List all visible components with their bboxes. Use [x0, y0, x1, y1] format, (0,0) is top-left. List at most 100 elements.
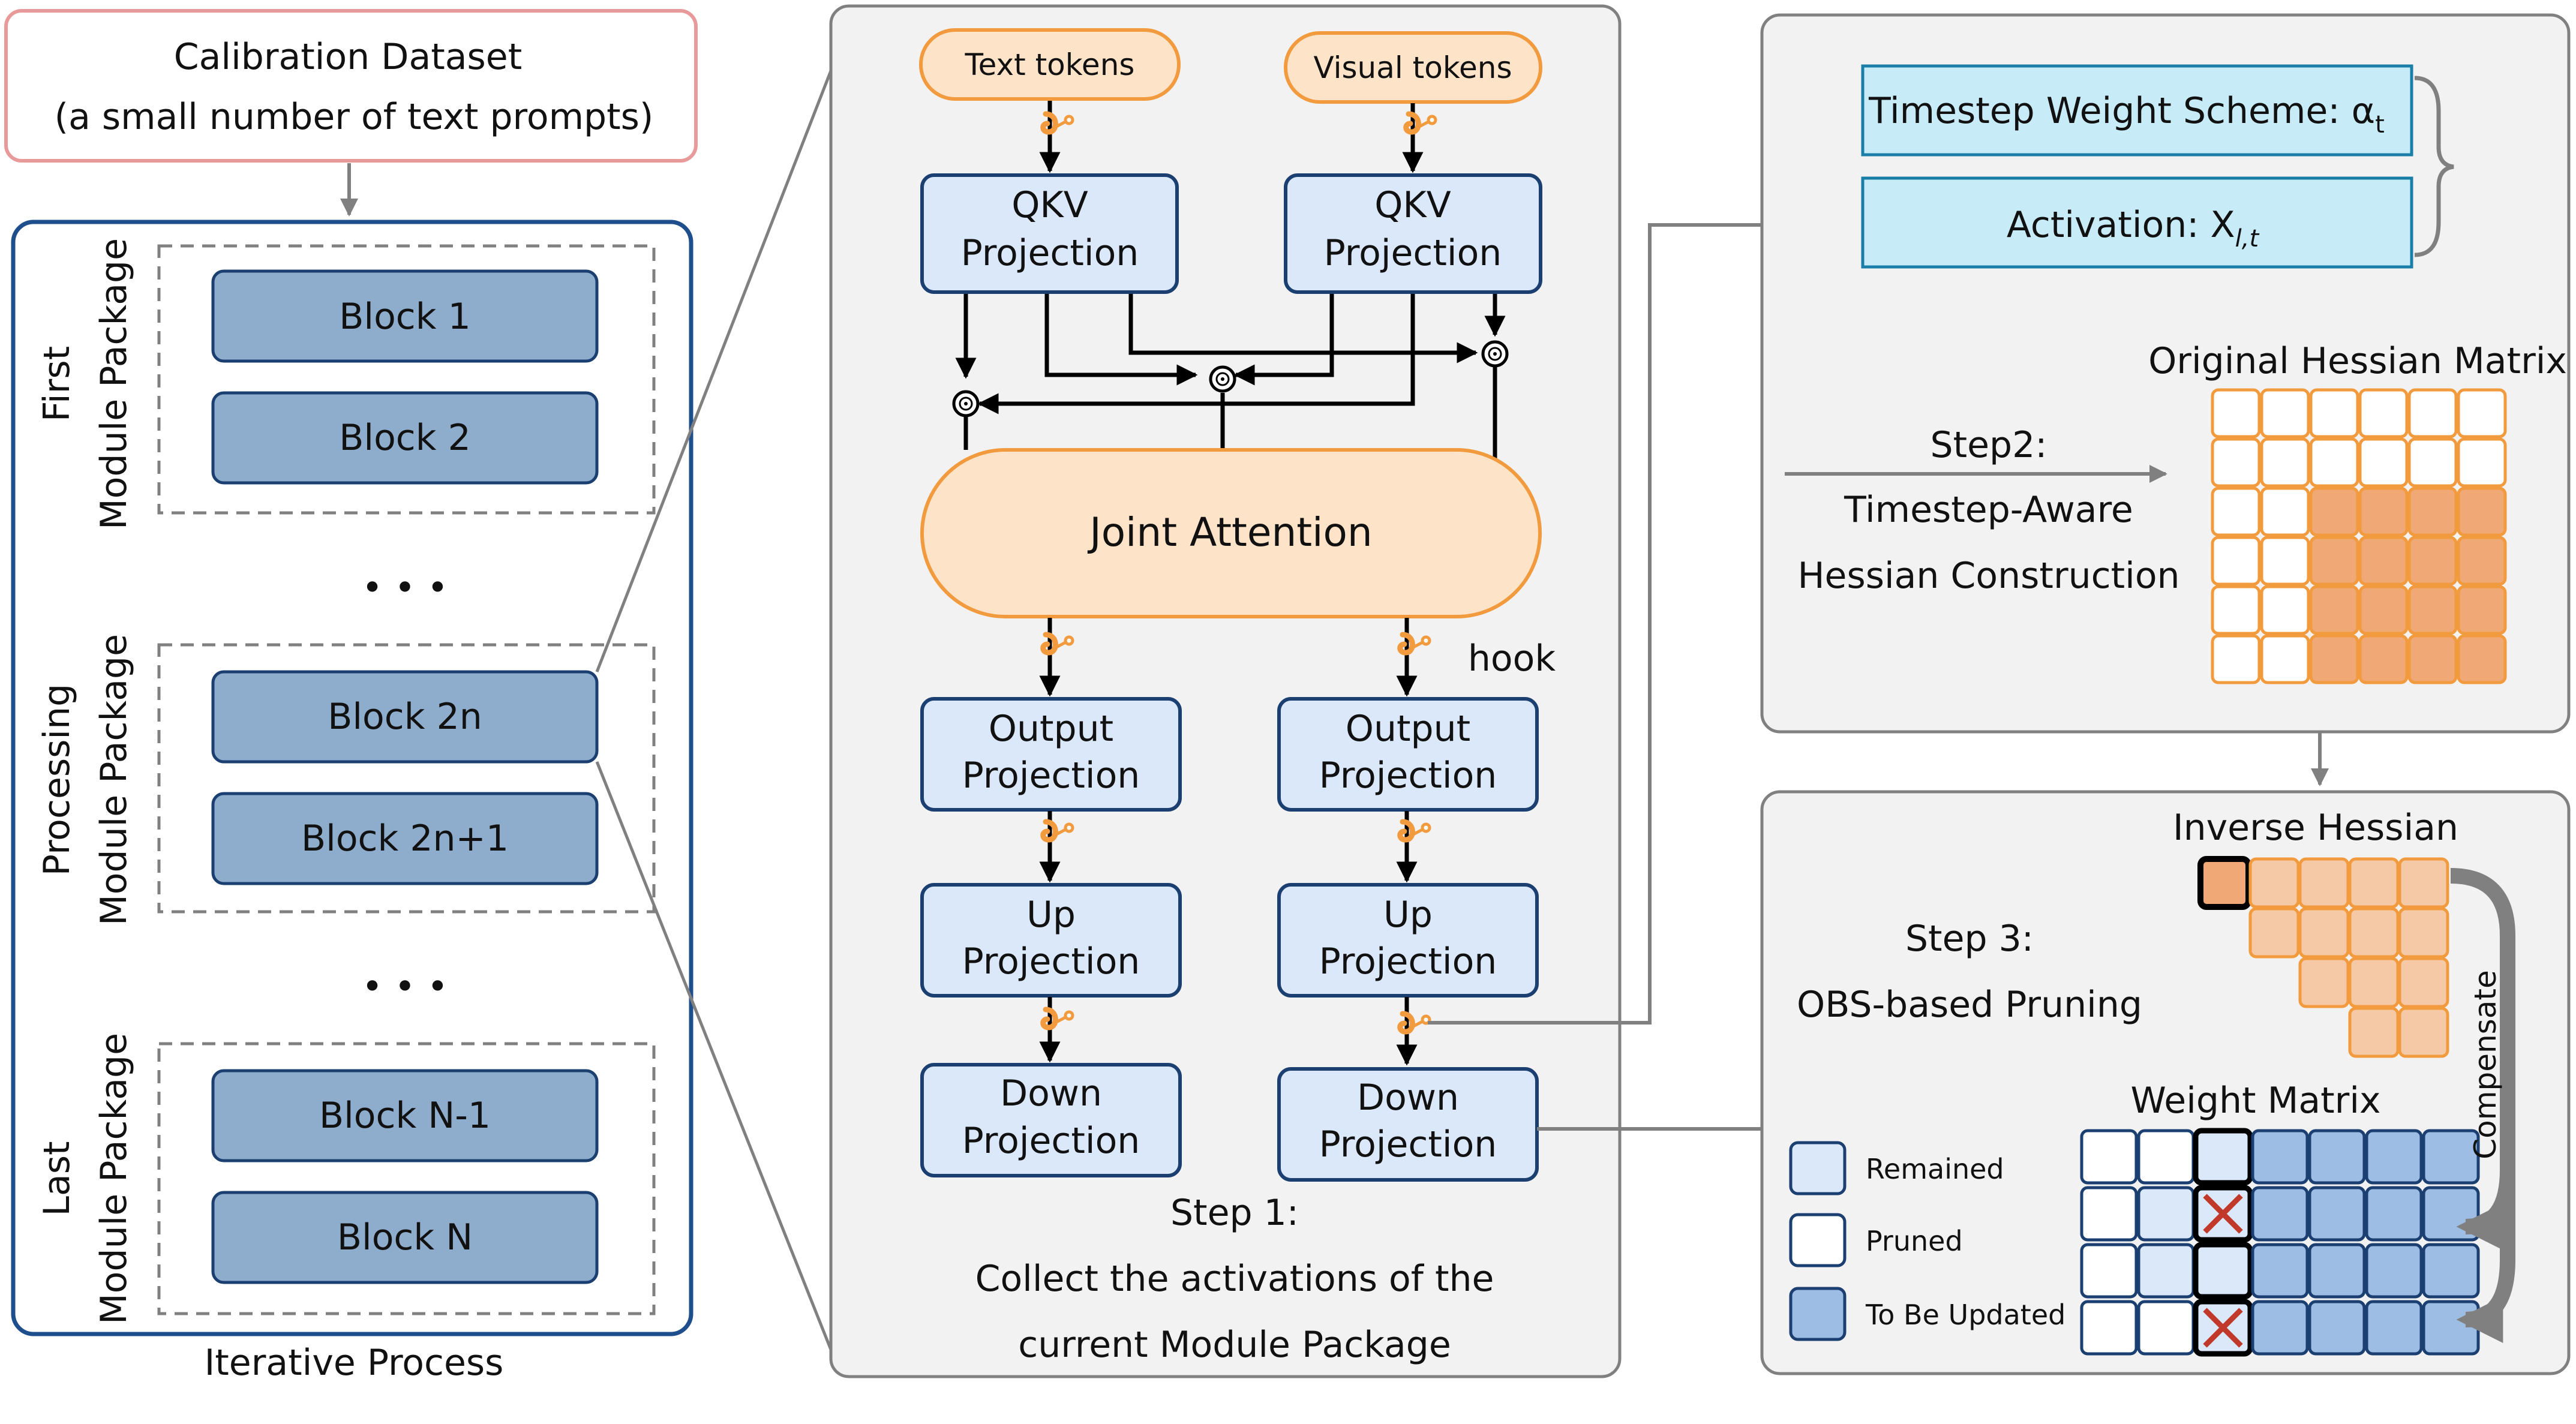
weight-cell	[2137, 1186, 2195, 1242]
step1-panel	[829, 4, 1622, 1378]
weight-cell	[2080, 1300, 2138, 1356]
text-output-projection-box	[920, 697, 1182, 812]
hessian-cell	[2211, 388, 2261, 438]
iterative-process-caption: Iterative Process	[205, 1342, 504, 1384]
weight-cell	[2308, 1243, 2366, 1299]
compensate-arrow	[2456, 1170, 2515, 1343]
hessian-cell	[2358, 634, 2409, 684]
activation-text: Activation: X	[2007, 204, 2235, 246]
projection-label-line2: Projection	[962, 755, 1140, 797]
hessian-cell	[2407, 634, 2458, 684]
last-module-package: Last Module Package Block N-1 Block N	[36, 1033, 656, 1324]
hessian-cell	[2358, 585, 2409, 635]
inverse-hessian-selected-cell	[2197, 856, 2251, 910]
compensate-label: Compensate	[2468, 970, 2503, 1159]
hessian-cell	[2457, 388, 2507, 438]
hessian-cell	[2457, 486, 2507, 537]
package-label-line2: Module Package	[93, 634, 135, 926]
inverse-hessian-cell	[2298, 857, 2350, 909]
multiply-dot-icon	[1483, 342, 1507, 366]
qkv-label-line1: QKV	[1011, 184, 1088, 226]
pruned-x-icon	[2203, 1308, 2243, 1348]
legend-swatch-pruned	[1789, 1213, 1847, 1267]
block-label: Block 2n	[328, 696, 482, 738]
block-box	[211, 670, 599, 764]
projection-label-line1: Up	[1383, 894, 1433, 936]
hessian-cell	[2358, 486, 2409, 537]
weight-cell	[2137, 1243, 2195, 1299]
ellipsis: • • •	[362, 966, 448, 1008]
timestep-subscript: t	[2375, 111, 2385, 139]
inverse-hessian-cell	[2248, 857, 2300, 909]
block-box	[211, 792, 599, 885]
text-tokens-label: Text tokens	[965, 47, 1135, 82]
hessian-cell	[2457, 536, 2507, 586]
hessian-cell	[2407, 486, 2458, 537]
hessian-cell	[2407, 585, 2458, 635]
activation-connector	[1428, 216, 1860, 1025]
package-label-line2: Module Package	[93, 238, 135, 530]
weight-cell	[2193, 1128, 2253, 1186]
hessian-cell	[2260, 388, 2310, 438]
hessian-cell	[2211, 437, 2261, 488]
inverse-hessian-cell	[2348, 957, 2400, 1008]
hessian-cell	[2309, 536, 2359, 586]
hook-label: hook	[1468, 638, 1556, 680]
original-hessian-title: Original Hessian Matrix	[2148, 340, 2567, 382]
step1-caption-line1: Step 1:	[1170, 1192, 1299, 1234]
block-box	[211, 269, 599, 363]
joint-attention-label: Joint Attention	[1087, 509, 1372, 555]
legend: Remained Pruned To Be Updated	[1789, 1141, 2065, 1341]
hessian-cell	[2309, 486, 2359, 537]
hessian-cell	[2211, 486, 2261, 537]
calibration-title: Calibration Dataset	[174, 36, 523, 78]
weight-cell	[2365, 1243, 2423, 1299]
activation-label: Activation: Xl,t	[2007, 204, 2260, 253]
hessian-cell	[2260, 536, 2310, 586]
hessian-cell	[2457, 585, 2507, 635]
block-box	[211, 391, 599, 485]
inverse-hessian-matrix	[2197, 856, 2449, 1058]
hessian-cell	[2260, 634, 2310, 684]
weight-cell	[2365, 1300, 2423, 1356]
weight-cell	[2308, 1186, 2366, 1242]
weight-cell	[2251, 1129, 2309, 1185]
hessian-cell	[2260, 585, 2310, 635]
combine-brace	[2414, 76, 2454, 257]
legend-label: To Be Updated	[1865, 1299, 2065, 1331]
timestep-weight-scheme-label: Timestep Weight Scheme: αt	[1868, 90, 2385, 139]
hessian-cell	[2309, 437, 2359, 488]
inverse-hessian-cell	[2398, 1007, 2449, 1058]
inverse-hessian-title: Inverse Hessian	[2173, 807, 2458, 849]
projection-label-line1: Down	[1000, 1072, 1102, 1114]
hessian-cell	[2211, 634, 2261, 684]
block-label: Block N	[337, 1216, 473, 1258]
legend-label: Remained	[1866, 1153, 2004, 1185]
inverse-hessian-cell	[2398, 907, 2449, 959]
text-up-projection-box	[920, 883, 1182, 998]
projection-label-line2: Projection	[1319, 755, 1497, 797]
hessian-cell	[2457, 634, 2507, 684]
weight-cell	[2251, 1243, 2309, 1299]
activation-subscript: l,t	[2235, 225, 2260, 253]
weight-cell	[2137, 1300, 2195, 1356]
block-box	[211, 1191, 599, 1284]
weight-cell	[2137, 1129, 2195, 1185]
zoom-line-bottom	[595, 761, 833, 1350]
activation-box	[1861, 176, 2413, 269]
projection-label-line1: Output	[989, 708, 1113, 750]
visual-tokens-pill	[1284, 31, 1542, 104]
projection-label-line2: Projection	[1319, 941, 1497, 983]
inverse-hessian-cell	[2348, 1007, 2400, 1058]
projection-label-line1: Down	[1357, 1077, 1459, 1119]
hessian-cell	[2211, 536, 2261, 586]
weight-cell	[2422, 1243, 2480, 1299]
projection-label-line1: Output	[1346, 708, 1470, 750]
block-label: Block 2	[339, 417, 471, 459]
projection-label-line2: Projection	[962, 941, 1140, 983]
joint-attention-box	[920, 448, 1542, 618]
hessian-cell	[2407, 437, 2458, 488]
weight-cell	[2251, 1300, 2309, 1356]
inverse-hessian-cell	[2398, 857, 2449, 909]
